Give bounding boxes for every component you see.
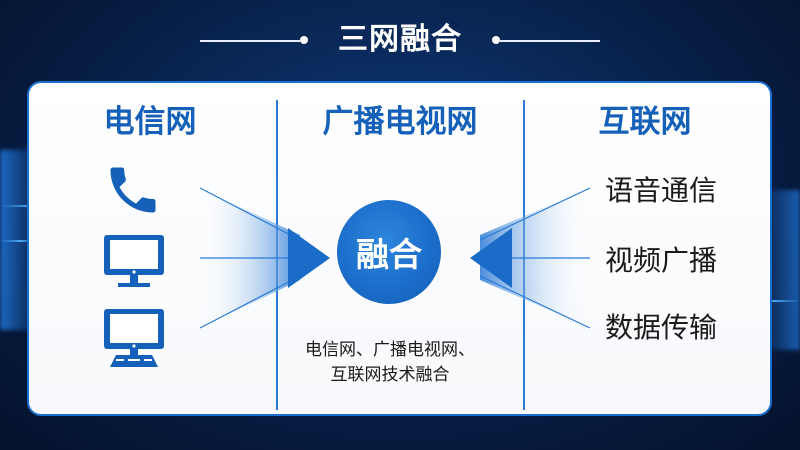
left-convergence-arrow: [200, 187, 330, 329]
title-dot-left: [300, 36, 308, 44]
background-streak: [750, 300, 800, 302]
heading-broadcast-tv-network: 广播电视网: [322, 104, 478, 140]
monitor-icon: [104, 235, 164, 287]
internet-item-voice: 语音通信: [605, 174, 718, 207]
convergence-caption: 电信网、广播电视网、 互联网技术融合: [300, 338, 480, 388]
caption-line-2: 互联网技术融合: [330, 365, 450, 385]
caption-line-1: 电信网、广播电视网、: [305, 340, 475, 360]
desktop-computer-icon: [104, 309, 164, 367]
hub-label: 融合: [356, 235, 422, 274]
internet-item-video: 视频广播: [605, 244, 718, 277]
heading-telecom-network: 电信网: [103, 104, 197, 140]
heading-internet: 互联网: [598, 104, 692, 140]
convergence-hub: 融合: [337, 200, 441, 304]
title-bar: 三网融合: [0, 18, 800, 62]
title-dot-right: [492, 36, 500, 44]
internet-item-data: 数据传输: [605, 311, 718, 344]
right-convergence-arrow: [470, 187, 590, 329]
title-line-right: [500, 40, 600, 42]
page-title: 三网融合: [338, 22, 462, 57]
telephone-icon: [110, 167, 156, 213]
background-streak: [0, 240, 40, 242]
title-line-left: [200, 40, 300, 42]
